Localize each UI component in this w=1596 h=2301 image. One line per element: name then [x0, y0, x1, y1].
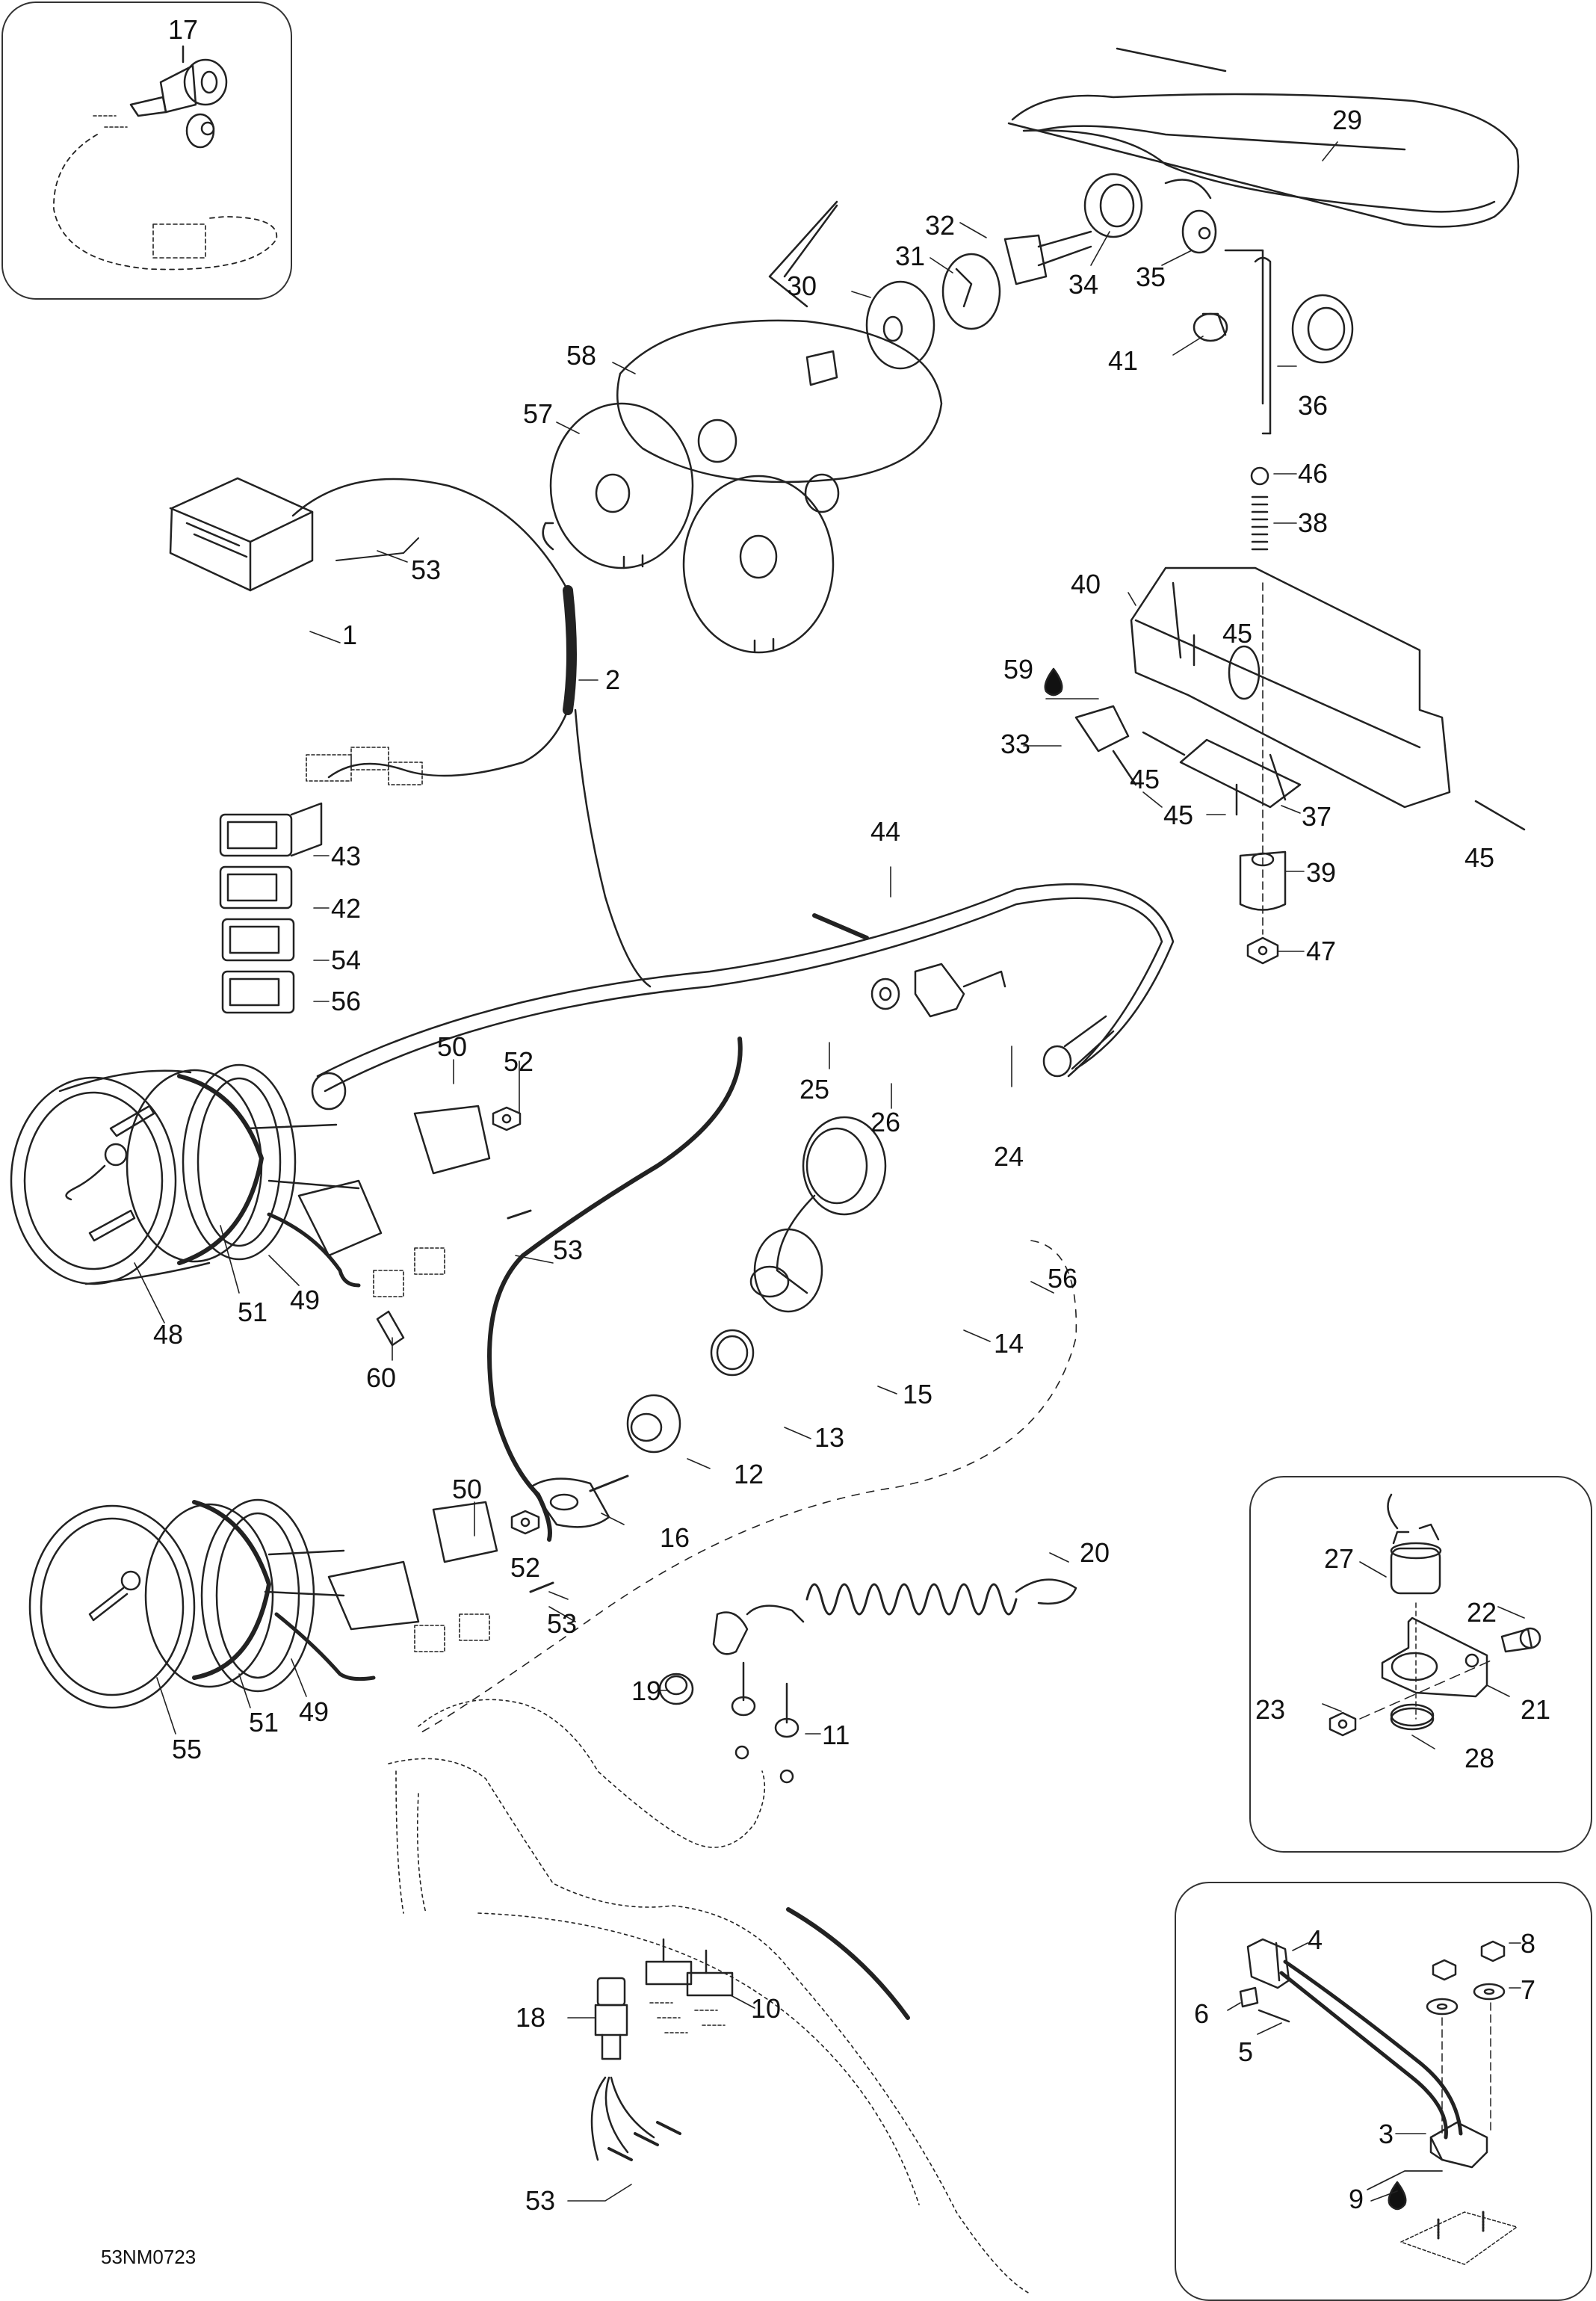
adjuster-stack-icon	[1045, 466, 1526, 965]
callout-50-lower: 50	[452, 1474, 483, 1504]
callout-51-lower: 51	[249, 1707, 279, 1738]
callout-60: 60	[366, 1362, 397, 1393]
callout-43: 43	[331, 841, 362, 871]
callout-28: 28	[1464, 1743, 1495, 1773]
voltage-regulator-icon	[1239, 1938, 1518, 2265]
leader-lines	[134, 141, 1525, 2202]
callout-5: 5	[1238, 2036, 1254, 2067]
callout-41: 41	[1108, 345, 1139, 376]
callout-58: 58	[566, 340, 597, 371]
callout-27: 27	[1324, 1543, 1355, 1574]
callout-40: 40	[1071, 569, 1101, 599]
callout-4: 4	[1308, 1924, 1323, 1955]
callout-45-upper: 45	[1222, 618, 1253, 649]
callout-50-upper: 50	[437, 1031, 468, 1062]
gauge-55-icon	[28, 1498, 554, 1709]
hull-accent-line	[786, 1907, 910, 2020]
callout-12: 12	[734, 1459, 764, 1489]
callout-3: 3	[1379, 2119, 1394, 2149]
switches-18-10-icon	[590, 1938, 734, 2161]
callout-56-right: 56	[1048, 1263, 1078, 1294]
lens-plates-icon	[549, 319, 943, 654]
callout-51-upper: 51	[238, 1297, 268, 1327]
callout-14: 14	[994, 1328, 1024, 1359]
callout-53-lower: 53	[547, 1608, 578, 1639]
callout-1: 1	[342, 620, 358, 650]
callout-52-upper: 52	[504, 1046, 534, 1077]
callout-22: 22	[1467, 1597, 1497, 1628]
callout-37: 37	[1302, 801, 1332, 832]
callout-8: 8	[1521, 1928, 1536, 1959]
callout-30: 30	[787, 271, 817, 301]
callout-54: 54	[331, 945, 362, 975]
callout-20: 20	[1080, 1537, 1110, 1568]
callout-39: 39	[1306, 857, 1337, 888]
callout-25: 25	[799, 1074, 830, 1105]
callout-46: 46	[1298, 458, 1329, 489]
key-switch-assembly-icon	[53, 45, 278, 271]
temperature-sensor-bracket-icon	[1329, 1493, 1541, 1737]
ignition-switch-parts-icon	[418, 1116, 1077, 1735]
callout-34: 34	[1068, 269, 1099, 300]
switch-caps-icon	[219, 747, 423, 1014]
callout-38: 38	[1298, 507, 1329, 538]
callout-45-mid: 45	[1130, 764, 1160, 794]
callout-59: 59	[1003, 654, 1034, 685]
callout-29: 29	[1332, 105, 1363, 135]
callout-15: 15	[903, 1379, 933, 1409]
callout-10: 10	[751, 1993, 782, 2024]
callout-17: 17	[168, 14, 199, 45]
callout-53-mid: 53	[553, 1235, 584, 1265]
callout-18: 18	[516, 2002, 546, 2033]
callout-24: 24	[994, 1141, 1024, 1172]
callout-31: 31	[895, 241, 926, 271]
callout-55: 55	[172, 1734, 202, 1764]
callout-2: 2	[605, 664, 621, 695]
callout-47: 47	[1306, 936, 1337, 966]
hull-outline-icon	[388, 1699, 1032, 2295]
callout-19: 19	[631, 1675, 662, 1706]
callout-44: 44	[870, 816, 901, 847]
inset-key-switch-frame	[1, 1, 292, 300]
diagram-reference-code: 53NM0723	[101, 2246, 197, 2268]
callout-11: 11	[822, 1720, 850, 1750]
callout-42: 42	[331, 893, 362, 924]
sealant-drop-icon	[1044, 667, 1063, 697]
callout-48: 48	[153, 1319, 184, 1350]
callout-26: 26	[870, 1107, 901, 1137]
headlight-housing-icon	[1007, 47, 1520, 435]
callout-49-upper: 49	[290, 1285, 321, 1315]
gauge-48-icon	[10, 1063, 532, 1347]
main-wiring-harness-icon	[487, 1037, 743, 1542]
inset-sensor-bracket-frame	[1249, 1476, 1592, 1853]
callout-13: 13	[814, 1422, 845, 1453]
fasteners-19-11-icon	[658, 1661, 799, 1784]
callout-7: 7	[1521, 1974, 1536, 2005]
callout-33: 33	[1000, 729, 1031, 759]
callout-21: 21	[1521, 1694, 1551, 1725]
callout-57: 57	[523, 398, 554, 429]
callout-45-right: 45	[1464, 842, 1495, 873]
speedometer-cable-icon	[311, 883, 1175, 1111]
sealant-drop-icon	[1388, 2181, 1407, 2211]
callout-45-lower: 45	[1163, 800, 1194, 830]
callout-49-lower: 49	[299, 1696, 330, 1727]
connector-and-harness-icon	[169, 477, 652, 988]
callout-35: 35	[1136, 262, 1166, 292]
callout-52-lower: 52	[510, 1552, 541, 1583]
callout-56-left: 56	[331, 986, 362, 1016]
callout-23: 23	[1255, 1694, 1286, 1725]
callout-53-top: 53	[411, 555, 442, 585]
callout-53-bottom: 53	[525, 2185, 556, 2216]
bulb-socket-parts-icon	[768, 200, 1228, 386]
callout-9: 9	[1349, 2184, 1364, 2214]
callout-36: 36	[1298, 390, 1329, 421]
callout-16: 16	[660, 1522, 690, 1553]
inset-regulator-frame	[1175, 1882, 1592, 2301]
callout-6: 6	[1194, 1998, 1210, 2029]
callout-32: 32	[925, 210, 956, 241]
lanyard-coil-icon	[712, 1578, 1077, 1655]
